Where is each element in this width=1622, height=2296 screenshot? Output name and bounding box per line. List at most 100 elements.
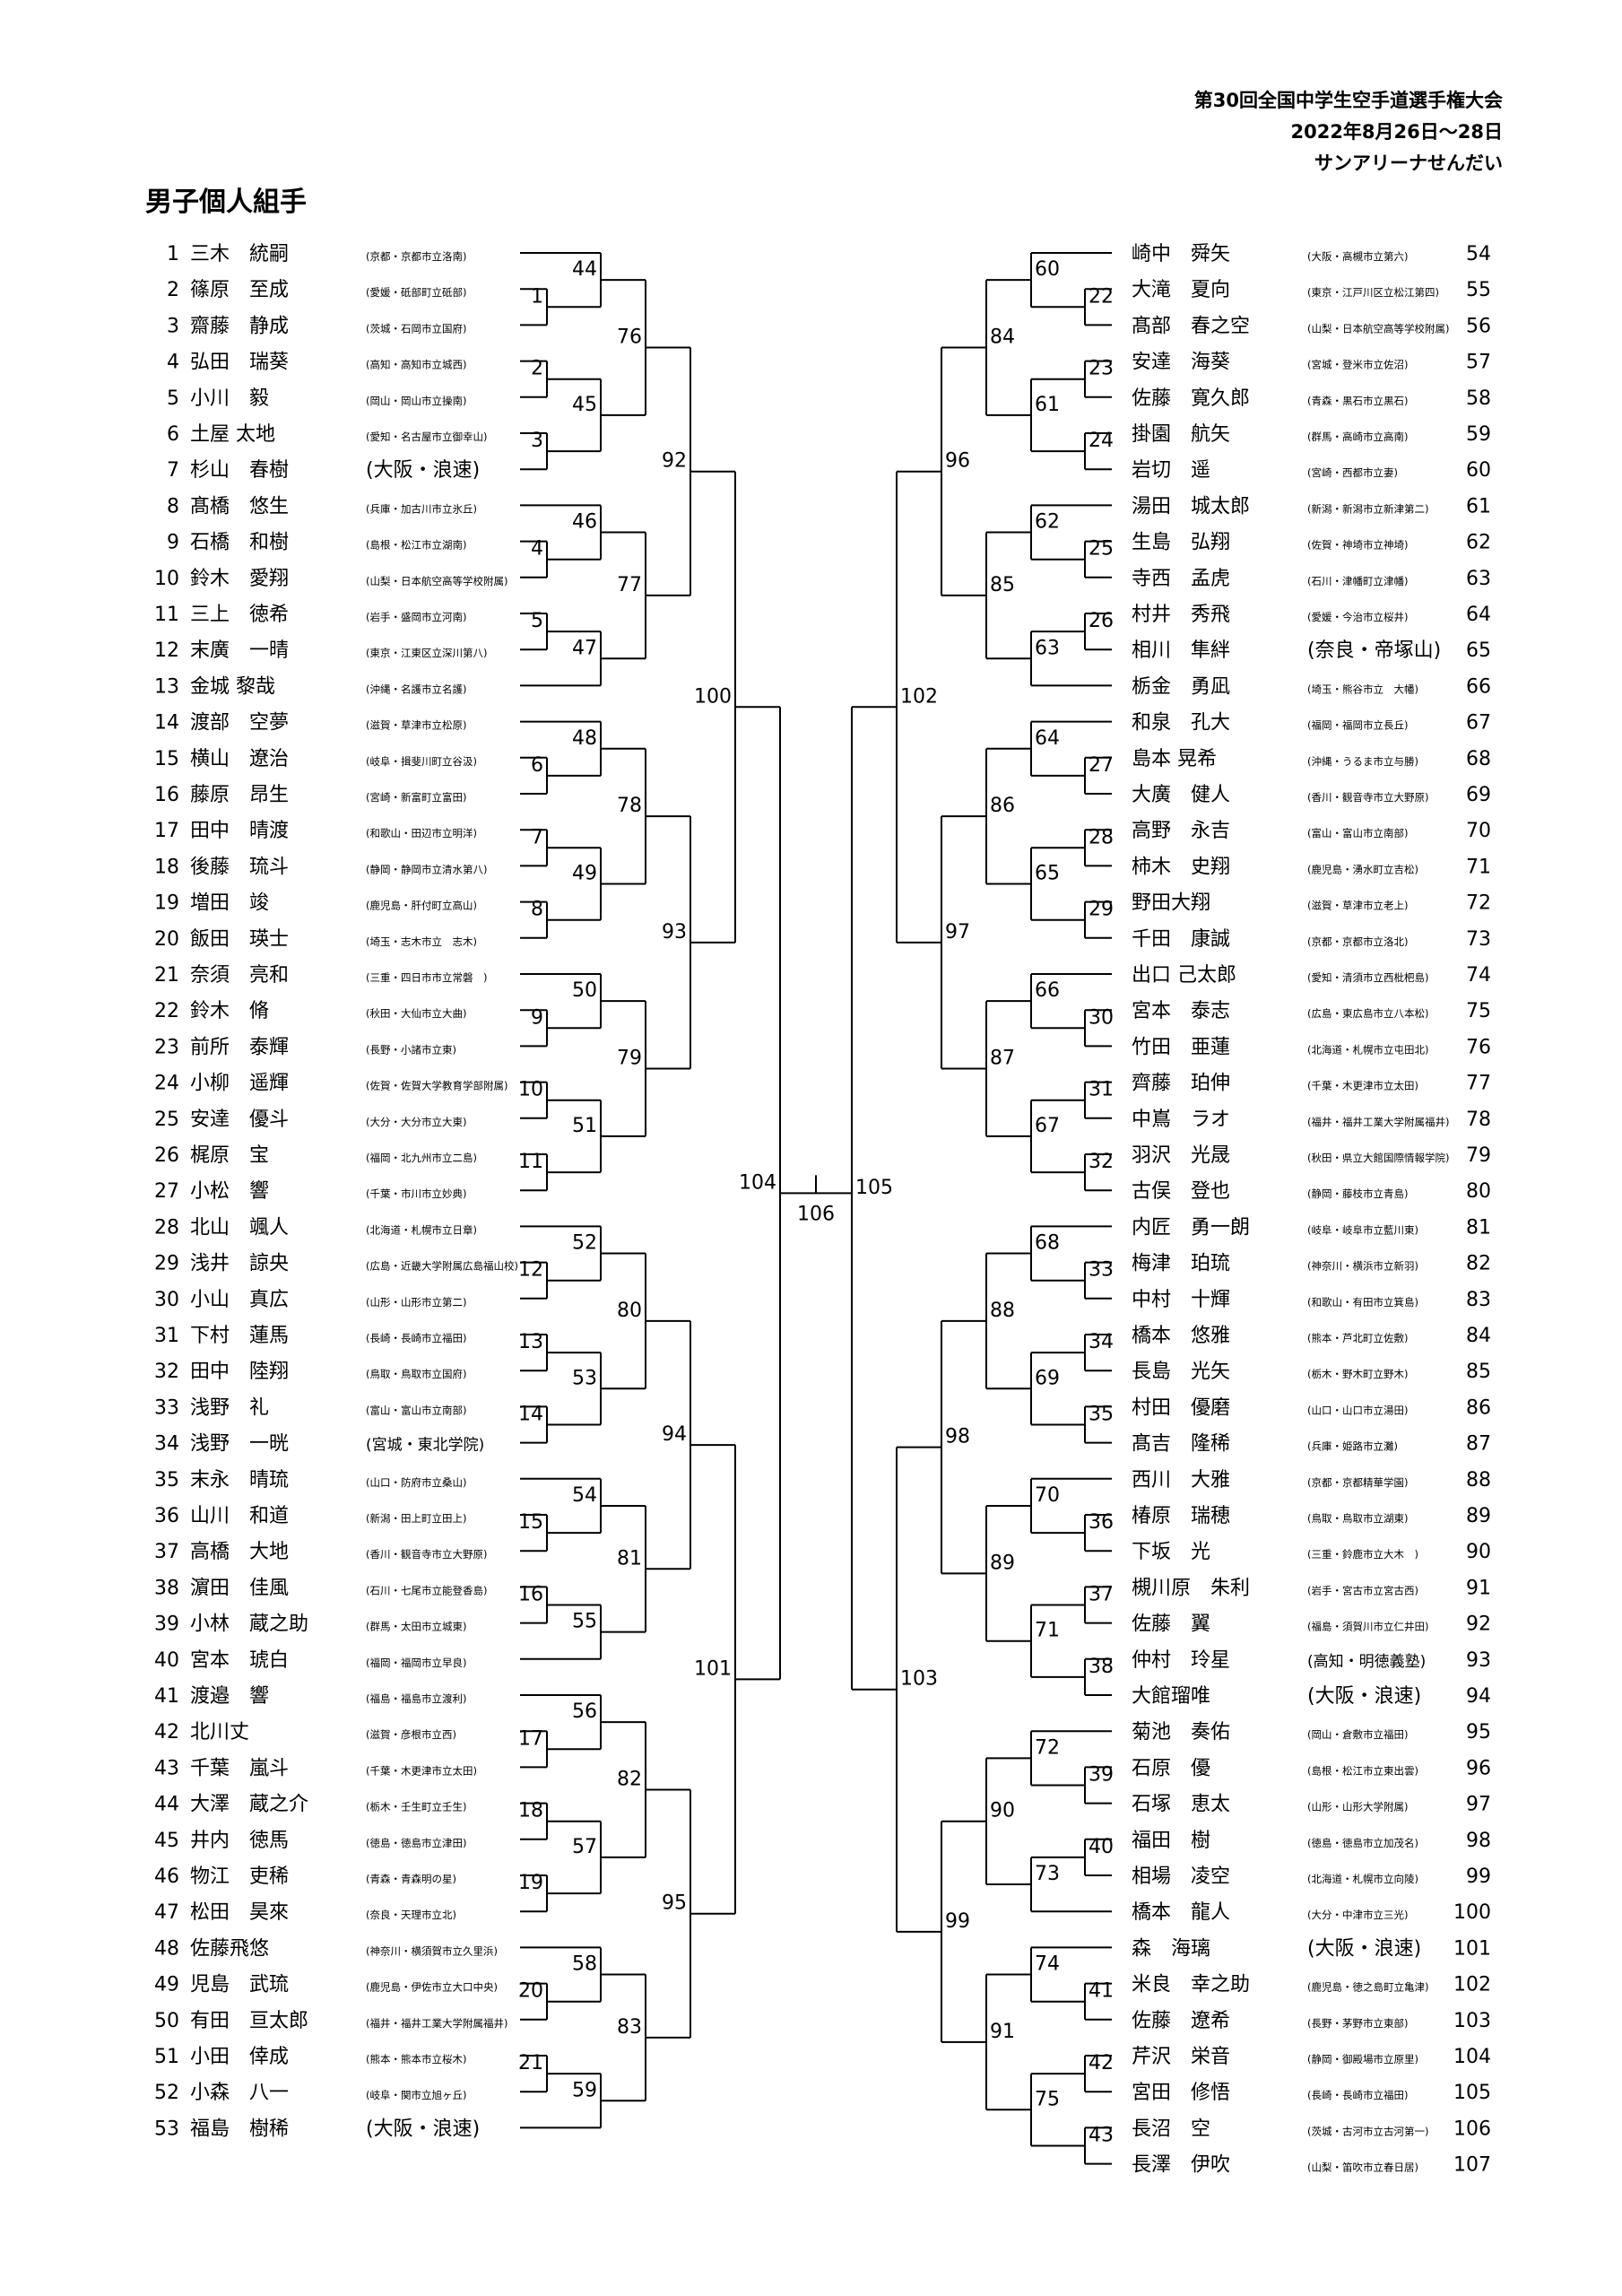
match-number: 64 — [1035, 727, 1060, 750]
player-number: 19 — [154, 892, 179, 915]
player-team: (鹿児島・肝付町立高山) — [366, 900, 477, 912]
player-name: 大澤 蔵之介 — [190, 1794, 308, 1816]
player-name: 渡邉 響 — [190, 1685, 269, 1708]
player-name: 佐藤 翼 — [1132, 1613, 1210, 1636]
match-number: 29 — [1089, 899, 1114, 921]
match-number: 78 — [617, 795, 642, 817]
player-team: (高知・高知市立城西) — [366, 359, 466, 371]
match-number: 50 — [572, 979, 597, 1002]
player-team: (長野・小諸市立東) — [366, 1043, 456, 1056]
player-number: 106 — [1453, 2118, 1491, 2140]
match-number: 102 — [900, 685, 938, 708]
player-name: 小森 八一 — [190, 2082, 289, 2104]
player-team: (和歌山・田辺市立明洋) — [366, 827, 477, 839]
final-match-number: 106 — [797, 1203, 835, 1225]
player-number: 66 — [1466, 675, 1491, 698]
player-name: 松田 昊來 — [190, 1901, 289, 1924]
player-number: 5 — [167, 387, 179, 410]
player-team: (福島・福島市立渡利) — [366, 1692, 466, 1705]
match-number: 10 — [518, 1079, 543, 1101]
player-number: 70 — [1466, 820, 1491, 842]
player-team: (京都・京都精華学園) — [1307, 1476, 1408, 1489]
player-number: 55 — [1466, 279, 1491, 301]
match-number: 90 — [990, 1800, 1015, 1822]
player-team: (香川・観音寺市立大野原) — [1307, 791, 1428, 804]
player-team: (宮崎・新富町立富田) — [366, 791, 466, 804]
player-number: 107 — [1453, 2154, 1491, 2177]
match-number: 105 — [855, 1177, 893, 1199]
player-number: 49 — [154, 1974, 179, 1996]
match-number: 14 — [518, 1404, 543, 1426]
match-number: 35 — [1089, 1404, 1114, 1426]
player-team: (栃木・野木町立野木) — [1307, 1368, 1408, 1380]
player-number: 42 — [154, 1721, 179, 1744]
player-team: (大阪・浪速) — [366, 459, 480, 482]
player-name: 千田 康誠 — [1132, 928, 1230, 951]
player-name: 芹沢 栄音 — [1132, 2046, 1230, 2068]
match-number: 77 — [617, 574, 642, 596]
player-name: 大館瑠唯 — [1132, 1685, 1210, 1708]
match-number: 23 — [1089, 358, 1114, 380]
player-team: (石川・津幡町立津幡) — [1307, 575, 1408, 587]
player-team: (香川・観音寺市立大野原) — [366, 1548, 487, 1561]
match-number: 97 — [945, 921, 970, 944]
player-team: (福島・須賀川市立仁井田) — [1307, 1621, 1428, 1633]
player-number: 96 — [1466, 1757, 1491, 1779]
player-team: (岐阜・関市立旭ヶ丘) — [366, 2089, 466, 2101]
match-number: 99 — [945, 1910, 970, 1933]
player-name: 奈須 亮和 — [190, 964, 289, 987]
match-number: 32 — [1089, 1151, 1114, 1173]
player-team: (兵庫・姫路市立灘) — [1307, 1440, 1398, 1453]
match-number: 19 — [518, 1872, 543, 1894]
match-number: 1 — [531, 285, 543, 308]
player-name: 栃金 勇凪 — [1132, 675, 1230, 698]
player-name: 髙吉 隆稀 — [1132, 1433, 1230, 1456]
player-team: (山梨・笛吹市立春日居) — [1307, 2161, 1418, 2174]
player-team: (三重・四日市市立常磐 ) — [366, 971, 487, 984]
player-team: (愛媛・砥部町立砥部) — [366, 286, 466, 299]
player-name: 三上 徳希 — [190, 604, 289, 626]
player-number: 43 — [154, 1757, 179, 1779]
match-number: 60 — [1035, 258, 1060, 281]
player-name: 島本 晃希 — [1132, 748, 1217, 770]
player-name: 田中 晴渡 — [190, 820, 289, 842]
player-name: 橋本 悠雅 — [1132, 1325, 1230, 1347]
player-name: 小川 毅 — [190, 387, 269, 410]
match-number: 48 — [572, 727, 597, 750]
player-team: (茨城・古河市立古河第一) — [1307, 2125, 1428, 2137]
player-name: 大廣 健人 — [1132, 784, 1230, 806]
player-name: 小柳 遥輝 — [190, 1073, 289, 1095]
player-number: 78 — [1466, 1109, 1491, 1131]
player-team: (広島・東広島市立八本松) — [1307, 1007, 1428, 1020]
player-name: 相川 隼絆 — [1132, 639, 1230, 662]
player-number: 14 — [154, 712, 179, 735]
match-number: 5 — [531, 610, 543, 632]
match-number: 92 — [662, 450, 687, 473]
player-name: 下村 蓮馬 — [190, 1325, 289, 1347]
player-team: (佐賀・神埼市立神埼) — [1307, 539, 1408, 552]
player-name: 生島 弘翔 — [1132, 532, 1230, 554]
player-team: (福岡・福岡市立早良) — [366, 1657, 466, 1669]
player-number: 4 — [167, 352, 179, 374]
player-number: 91 — [1466, 1577, 1491, 1599]
match-number: 31 — [1089, 1079, 1114, 1101]
player-team: (山梨・日本航空高等学校附属) — [1307, 322, 1449, 335]
player-name: 内匠 勇一朗 — [1132, 1216, 1250, 1239]
match-number: 45 — [572, 394, 597, 416]
player-name: 福田 樹 — [1132, 1830, 1210, 1852]
player-number: 94 — [1466, 1685, 1491, 1708]
match-number: 24 — [1089, 430, 1114, 452]
player-number: 92 — [1466, 1613, 1491, 1636]
match-number: 13 — [518, 1331, 543, 1353]
match-number: 15 — [518, 1511, 543, 1534]
player-number: 52 — [154, 2082, 179, 2104]
match-number: 69 — [1035, 1367, 1060, 1389]
player-number: 79 — [1466, 1144, 1491, 1167]
player-name: 有田 亘太郎 — [190, 2010, 308, 2032]
match-number: 46 — [572, 511, 597, 534]
player-name: 小松 響 — [190, 1180, 269, 1203]
match-number: 54 — [572, 1484, 597, 1507]
event-venue: サンアリーナせんだい — [1314, 152, 1503, 174]
match-number: 57 — [572, 1836, 597, 1858]
player-name: 石橋 和樹 — [190, 532, 289, 554]
